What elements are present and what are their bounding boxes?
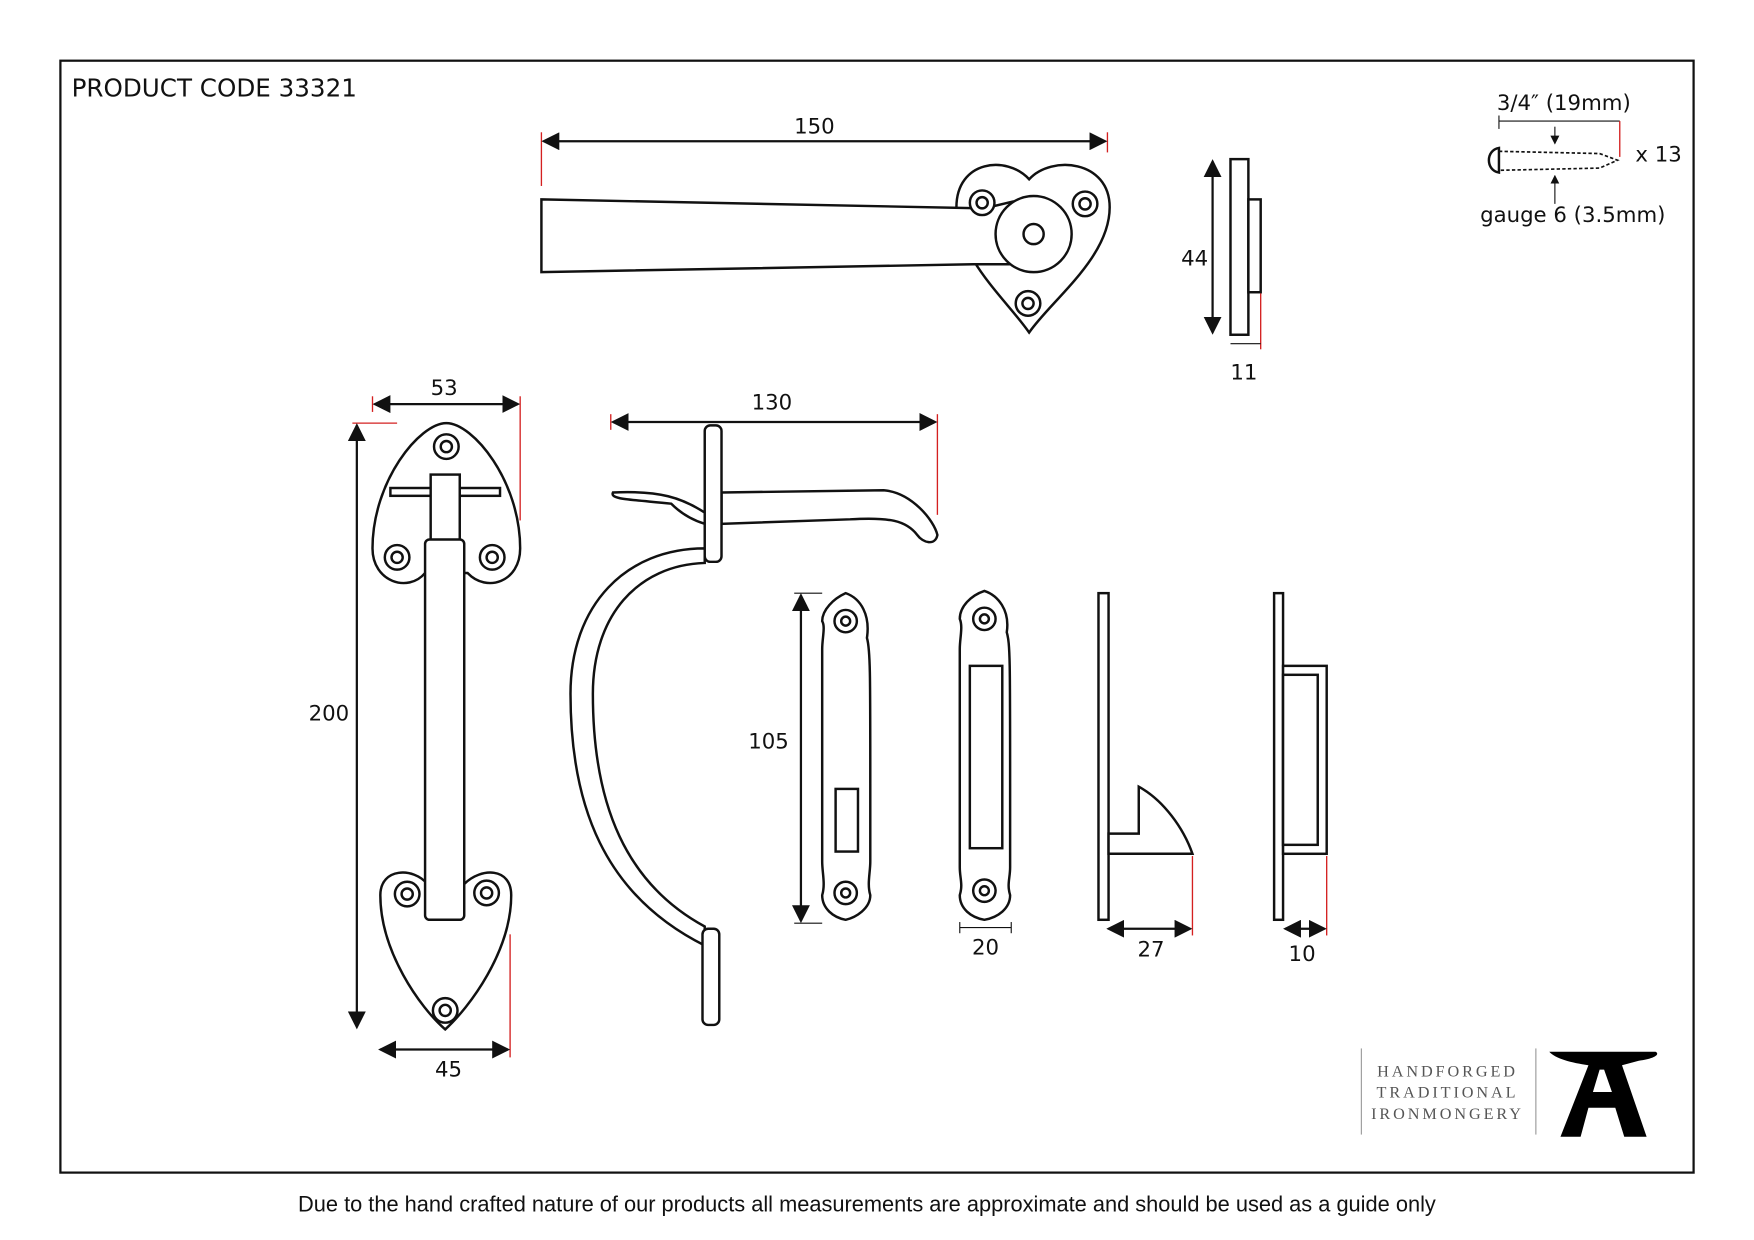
disclaimer: Due to the hand crafted nature of our pr… [298, 1192, 1436, 1217]
dim-lever-length: 150 [794, 114, 835, 139]
dim-handle-height: 200 [309, 702, 350, 727]
dim-hook-keep-depth: 27 [1138, 938, 1165, 963]
dim-handle-bottom-width: 45 [435, 1057, 462, 1082]
svg-text:HANDFORGED: HANDFORGED [1377, 1062, 1518, 1080]
dim-keep-width: 20 [972, 935, 999, 960]
dim-latch-length: 130 [752, 391, 793, 416]
screw-holes [968, 189, 1099, 317]
screw-spec: 3/4″ (19mm) x 13 gauge 6 (3.5mm) [1480, 91, 1682, 228]
svg-text:IRONMONGERY: IRONMONGERY [1371, 1105, 1524, 1123]
dim-side-depth: 11 [1230, 360, 1257, 385]
latch-handle: 130 [569, 391, 939, 1027]
keep-plate-1: 105 [748, 591, 872, 924]
svg-text:TRADITIONAL: TRADITIONAL [1377, 1084, 1519, 1102]
dim-side-height: 44 [1181, 246, 1208, 271]
drawing-frame [59, 59, 1695, 1174]
product-code: PRODUCT CODE 33321 [72, 73, 357, 102]
brand-logo: HANDFORGED TRADITIONAL IRONMONGERY [1360, 1048, 1658, 1137]
screw-quantity: x 13 [1635, 142, 1681, 167]
screw-gauge: gauge 6 (3.5mm) [1480, 203, 1665, 228]
dim-handle-top-width: 53 [431, 376, 458, 401]
dim-keep-height: 105 [748, 730, 789, 755]
pull-handle: 53 200 45 [309, 376, 522, 1082]
hook-keep-side: 27 [1097, 591, 1195, 963]
lever-plan-view: 150 [540, 114, 1111, 335]
dim-box-keep-depth: 10 [1289, 942, 1316, 967]
screw-length: 3/4″ (19mm) [1497, 91, 1631, 116]
keep-plate-2: 20 [958, 589, 1012, 960]
anvil-icon [1549, 1051, 1658, 1137]
box-keep-side: 10 [1272, 591, 1328, 967]
lever-side-view: 44 11 [1181, 157, 1262, 385]
